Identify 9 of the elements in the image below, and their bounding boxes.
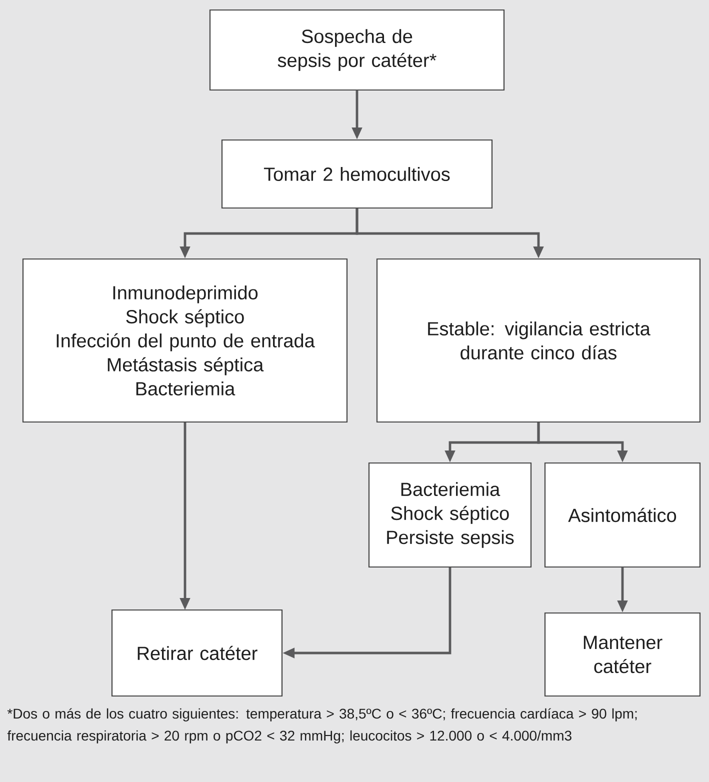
process-box: Asintomático	[544, 462, 701, 568]
process-box: Inmunodeprimido Shock séptico Infección del punto de entrada Metástasis séptica Bacteriemia	[22, 258, 348, 423]
process-box: Sospecha de sepsis por catéter*	[209, 9, 505, 91]
process-box: Bacteriemia Shock séptico Persiste sepsis	[368, 462, 532, 568]
process-box: Tomar 2 hemocultivos	[221, 139, 493, 209]
footnote: *Dos o más de los cuatro siguientes: temperatura > 38,5ºC o < 36ºC; frecuencia cardíaca > 90 lpm; frecuencia respiratoria > 20 rpm o pCO2 < 32 mmHg; leucocitos > 12.000 o < 4.000/mm3	[7, 708, 637, 744]
process-box: Mantener catéter	[544, 612, 701, 697]
process-box: Estable: vigilancia estricta durante cinco días	[376, 258, 701, 423]
process-box: Retirar catéter	[111, 609, 283, 697]
